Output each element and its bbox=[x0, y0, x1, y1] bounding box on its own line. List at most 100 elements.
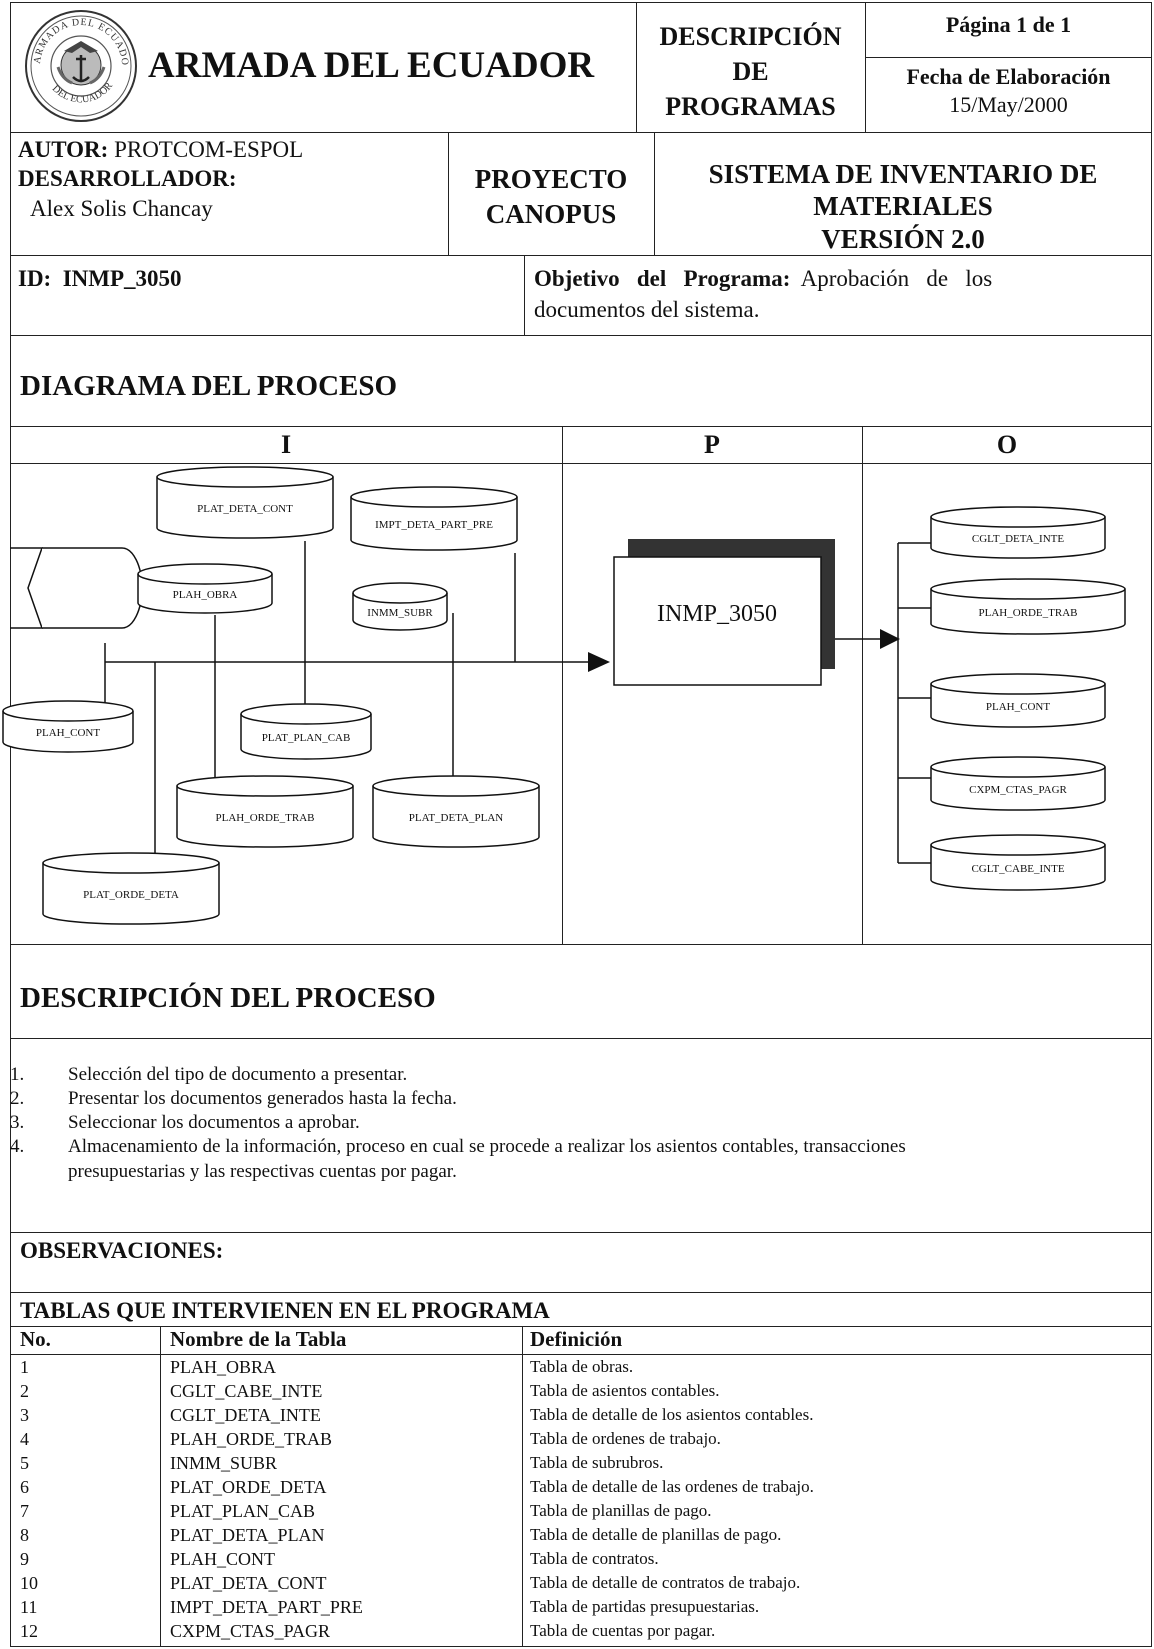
table-row: 5 INMM_SUBR Tabla de subrubros. bbox=[10, 1452, 1152, 1476]
table-cell-definition: Tabla de detalle de los asientos contabl… bbox=[530, 1405, 814, 1424]
table-cell-name: PLAT_DETA_CONT bbox=[170, 1573, 327, 1593]
table-cell-definition: Tabla de detalle de planillas de pago. bbox=[530, 1525, 782, 1544]
table-cell-name: PLAT_PLAN_CAB bbox=[170, 1501, 316, 1521]
developer-name: Alex Solis Chancay bbox=[30, 196, 213, 221]
doc-type-line3: PROGRAMAS bbox=[665, 92, 836, 121]
observations-title: OBSERVACIONES: bbox=[20, 1238, 224, 1263]
column-input-label: I bbox=[280, 430, 292, 459]
datastore-label: CGLT_DETA_INTE bbox=[972, 533, 1064, 545]
table-cell-no: 6 bbox=[20, 1477, 29, 1497]
datastore-input-plat-orde-deta: PLAT_ORDE_DETA bbox=[42, 852, 220, 925]
datastore-input-plah-orde-trab: PLAH_ORDE_TRAB bbox=[176, 775, 354, 848]
datastore-label: PLAT_PLAN_CAB bbox=[262, 732, 351, 744]
table-row: 1 PLAH_OBRA Tabla de obras. bbox=[10, 1356, 1152, 1380]
system-line1: SISTEMA DE INVENTARIO DE bbox=[708, 159, 1098, 189]
table-cell-name: PLAH_OBRA bbox=[170, 1357, 277, 1377]
datastore-input-impt-deta-part-pre: IMPT_DETA_PART_PRE bbox=[350, 486, 518, 551]
table-row: 9 PLAH_CONT Tabla de contratos. bbox=[10, 1548, 1152, 1572]
table-cell-name: PLAT_ORDE_DETA bbox=[170, 1477, 327, 1497]
datastore-label: INMM_SUBR bbox=[367, 607, 433, 619]
datastore-output-cglt-deta-inte: CGLT_DETA_INTE bbox=[930, 506, 1106, 559]
datastore-label: PLAH_ORDE_TRAB bbox=[978, 607, 1077, 619]
table-cell-name: PLAH_ORDE_TRAB bbox=[170, 1429, 333, 1449]
table-row: 12 CXPM_CTAS_PAGR Tabla de cuentas por pag… bbox=[10, 1620, 1152, 1644]
column-process-label: P bbox=[704, 430, 720, 459]
table-cell-no: 3 bbox=[20, 1405, 29, 1425]
navy-seal-logo: ARMADA DEL ECUADOR DEL ECUADOR bbox=[22, 7, 137, 122]
step-text: Presentar los documentos generados hasta… bbox=[68, 1088, 457, 1109]
table-row: 3 CGLT_DETA_INTE Tabla de detalle de los a… bbox=[10, 1404, 1152, 1428]
table-cell-definition: Tabla de partidas presupuestarias. bbox=[530, 1597, 760, 1616]
table-cell-no: 8 bbox=[20, 1525, 29, 1545]
datastore-label: CXPM_CTAS_PAGR bbox=[969, 784, 1067, 796]
step-number: 3. bbox=[10, 1112, 25, 1133]
table-cell-no: 4 bbox=[20, 1429, 29, 1449]
table-cell-no: 2 bbox=[20, 1381, 29, 1401]
process-box-label: INMP_3050 bbox=[657, 601, 777, 627]
table-cell-name: PLAH_CONT bbox=[170, 1549, 276, 1569]
datastore-output-plah-cont: PLAH_CONT bbox=[930, 673, 1106, 728]
table-cell-no: 9 bbox=[20, 1549, 29, 1569]
datastore-output-cxpm-ctas-pagr: CXPM_CTAS_PAGR bbox=[930, 756, 1106, 811]
datastore-label: PLAH_ORDE_TRAB bbox=[215, 812, 314, 824]
table-cell-no: 10 bbox=[20, 1573, 38, 1593]
step-text: Selección del tipo de documento a presen… bbox=[68, 1064, 408, 1085]
table-cell-no: 7 bbox=[20, 1501, 29, 1521]
date-label: Fecha de Elaboración bbox=[906, 64, 1111, 89]
table-row: 11 IMPT_DETA_PART_PRE Tabla de partidas pr… bbox=[10, 1596, 1152, 1620]
table-cell-no: 11 bbox=[20, 1597, 38, 1617]
datastore-label: PLAH_CONT bbox=[36, 727, 100, 739]
datastore-label: CGLT_CABE_INTE bbox=[971, 863, 1064, 875]
datastore-label: PLAT_ORDE_DETA bbox=[83, 889, 179, 901]
table-cell-definition: Tabla de subrubros. bbox=[530, 1453, 664, 1472]
table-row: 6 PLAT_ORDE_DETA Tabla de detalle de las o… bbox=[10, 1476, 1152, 1500]
project-line1: PROYECTO bbox=[474, 164, 628, 194]
step-text: Almacenamiento de la información, proces… bbox=[68, 1136, 906, 1157]
table-cell-definition: Tabla de cuentas por pagar. bbox=[530, 1621, 716, 1640]
autor-line: AUTOR: PROTCOM-ESPOL bbox=[18, 137, 304, 162]
datastore-input-plat-plan-cab: PLAT_PLAN_CAB bbox=[240, 703, 372, 760]
table-cell-name: IMPT_DETA_PART_PRE bbox=[170, 1597, 363, 1617]
page-frame bbox=[10, 2, 1152, 1647]
process-diagram: INMP_3050 bbox=[10, 539, 940, 864]
program-id: ID: INMP_3050 bbox=[18, 266, 182, 291]
table-header-no: No. bbox=[20, 1327, 51, 1351]
table-cell-definition: Tabla de ordenes de trabajo. bbox=[530, 1429, 721, 1448]
table-cell-no: 1 bbox=[20, 1357, 29, 1377]
diagram-title: DIAGRAMA DEL PROCESO bbox=[20, 370, 398, 402]
table-row: 7 PLAT_PLAN_CAB Tabla de planillas de pago… bbox=[10, 1500, 1152, 1524]
doc-type-line1: DESCRIPCIÓN bbox=[659, 22, 842, 51]
page-number: Página 1 de 1 bbox=[945, 12, 1072, 37]
datastore-output-plah-orde-trab: PLAH_ORDE_TRAB bbox=[930, 578, 1126, 635]
date-value: 15/May/2000 bbox=[949, 92, 1068, 117]
table-cell-name: INMM_SUBR bbox=[170, 1453, 278, 1473]
table-header-definition: Definición bbox=[530, 1327, 623, 1351]
tables-title: TABLAS QUE INTERVIENEN EN EL PROGRAMA bbox=[20, 1298, 550, 1323]
table-cell-definition: Tabla de detalle de las ordenes de traba… bbox=[530, 1477, 814, 1496]
program-objective-cont: documentos del sistema. bbox=[534, 297, 760, 322]
table-cell-definition: Tabla de detalle de contratos de trabajo… bbox=[530, 1573, 801, 1592]
project-line2: CANOPUS bbox=[485, 199, 617, 229]
step-number: 1. bbox=[10, 1064, 25, 1085]
developer-label: DESARROLLADOR: bbox=[18, 166, 237, 191]
program-objective: Objetivo del Programa: Aprobación de los bbox=[534, 266, 993, 291]
table-cell-name: CXPM_CTAS_PAGR bbox=[170, 1621, 330, 1641]
table-cell-definition: Tabla de asientos contables. bbox=[530, 1381, 720, 1400]
table-cell-definition: Tabla de contratos. bbox=[530, 1549, 659, 1568]
table-cell-definition: Tabla de obras. bbox=[530, 1357, 634, 1376]
datastore-input-plat-deta-plan: PLAT_DETA_PLAN bbox=[372, 775, 540, 848]
step-number: 2. bbox=[10, 1088, 25, 1109]
datastore-input-inmm-subr: INMM_SUBR bbox=[352, 582, 448, 631]
datastore-input-plat-deta-cont: PLAT_DETA_CONT bbox=[156, 466, 334, 539]
datastore-input-plah-cont: PLAH_CONT bbox=[2, 700, 134, 753]
table-cell-no: 5 bbox=[20, 1453, 29, 1473]
table-cell-no: 12 bbox=[20, 1621, 38, 1641]
datastore-label: PLAT_DETA_CONT bbox=[197, 503, 293, 515]
table-cell-name: CGLT_DETA_INTE bbox=[170, 1405, 321, 1425]
step-text-cont: presupuestarias y las respectivas cuenta… bbox=[68, 1161, 457, 1182]
datastore-label: IMPT_DETA_PART_PRE bbox=[375, 519, 493, 531]
table-cell-definition: Tabla de planillas de pago. bbox=[530, 1501, 712, 1520]
